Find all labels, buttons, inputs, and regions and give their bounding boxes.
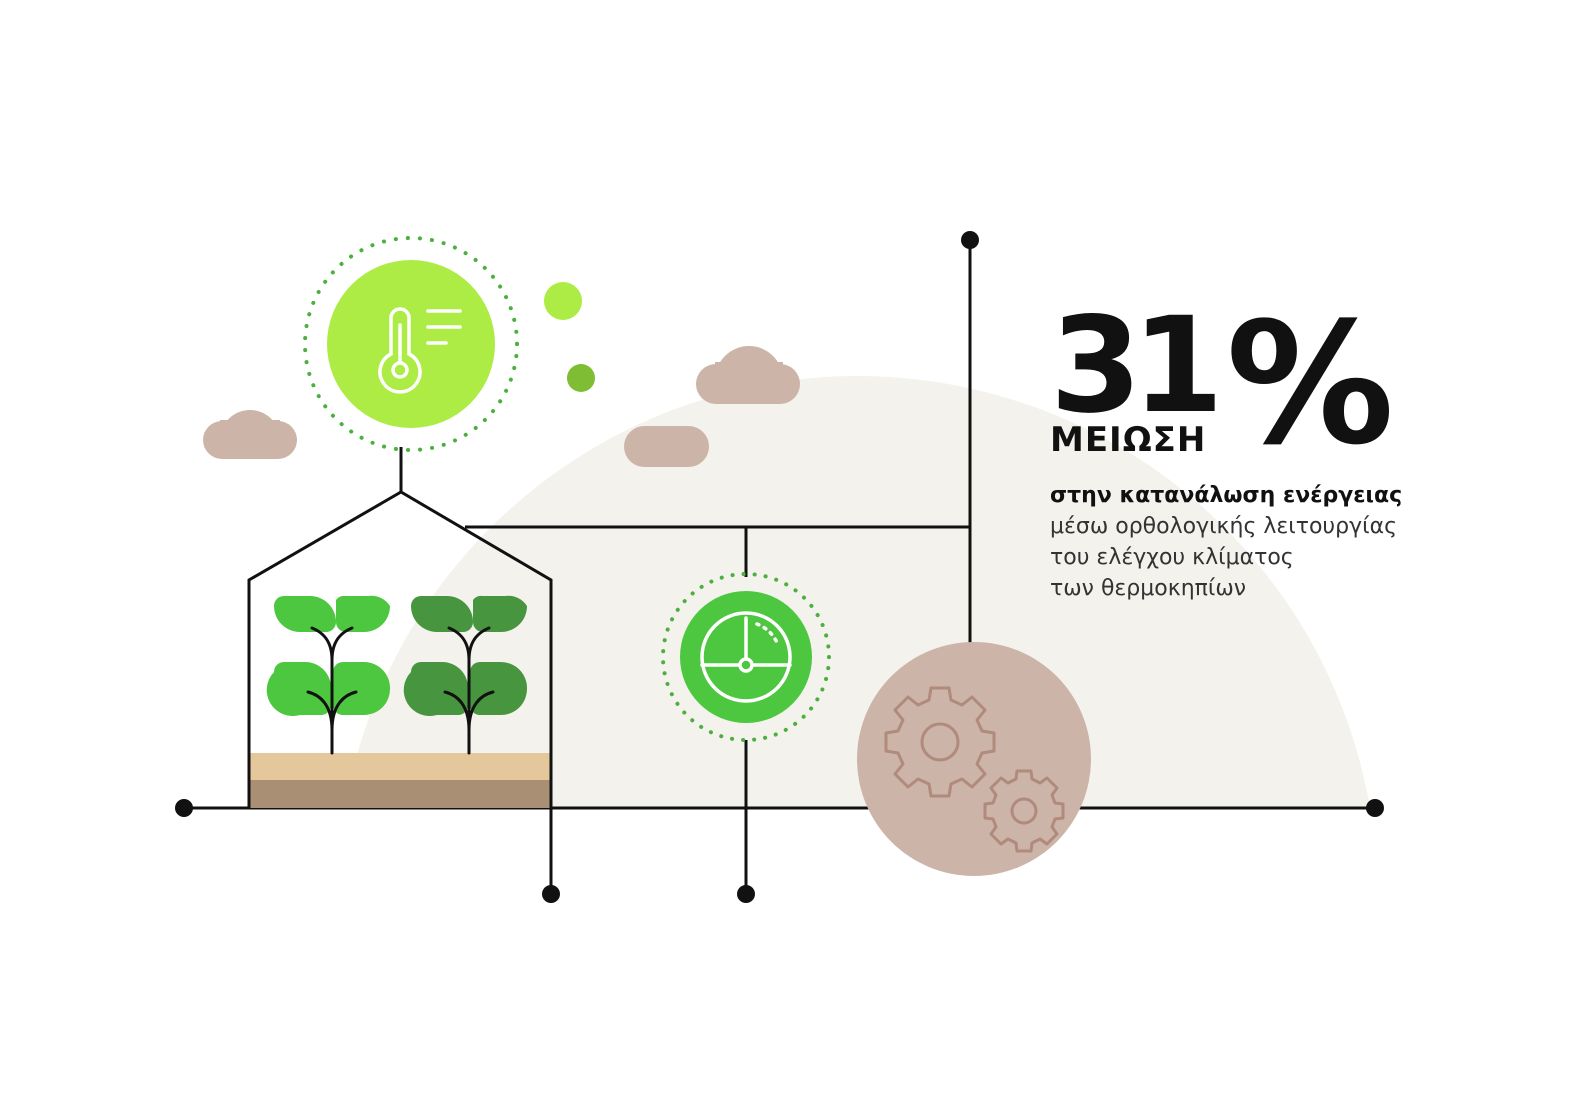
stat-label: ΜΕΙΩΣΗ xyxy=(1050,420,1207,460)
stat-unit: % xyxy=(1226,286,1395,482)
cloud-icon xyxy=(696,346,800,404)
thermometer-icon xyxy=(378,307,462,394)
stat-value: 31 xyxy=(1050,289,1224,443)
gears-badge xyxy=(857,642,1091,876)
background-dome xyxy=(345,375,1370,808)
decorative-dot xyxy=(567,364,595,392)
gauge-badge xyxy=(661,572,831,742)
stat-description-line: των θερμοκηπίων xyxy=(1050,576,1247,601)
gears-icon xyxy=(884,686,1065,853)
stat-headline: στην κατανάλωση ενέργειας xyxy=(1050,483,1403,508)
gauge-icon xyxy=(700,611,792,703)
decorative-dot xyxy=(544,282,582,320)
thermometer-badge xyxy=(303,236,519,452)
cloud-icon xyxy=(624,426,709,467)
plant-icon xyxy=(266,595,391,755)
stat-description-line: μέσω ορθολογικής λειτουργίας xyxy=(1050,514,1397,539)
stat-description-line: του ελέγχου κλίματος xyxy=(1050,545,1294,570)
cloud-icon xyxy=(203,410,297,459)
plant-icon xyxy=(403,595,528,755)
greenhouse-icon xyxy=(247,490,553,808)
connector-endpoints xyxy=(175,231,1384,903)
stat-description: στην κατανάλωση ενέργειας μέσω ορθολογικ… xyxy=(1050,480,1510,604)
